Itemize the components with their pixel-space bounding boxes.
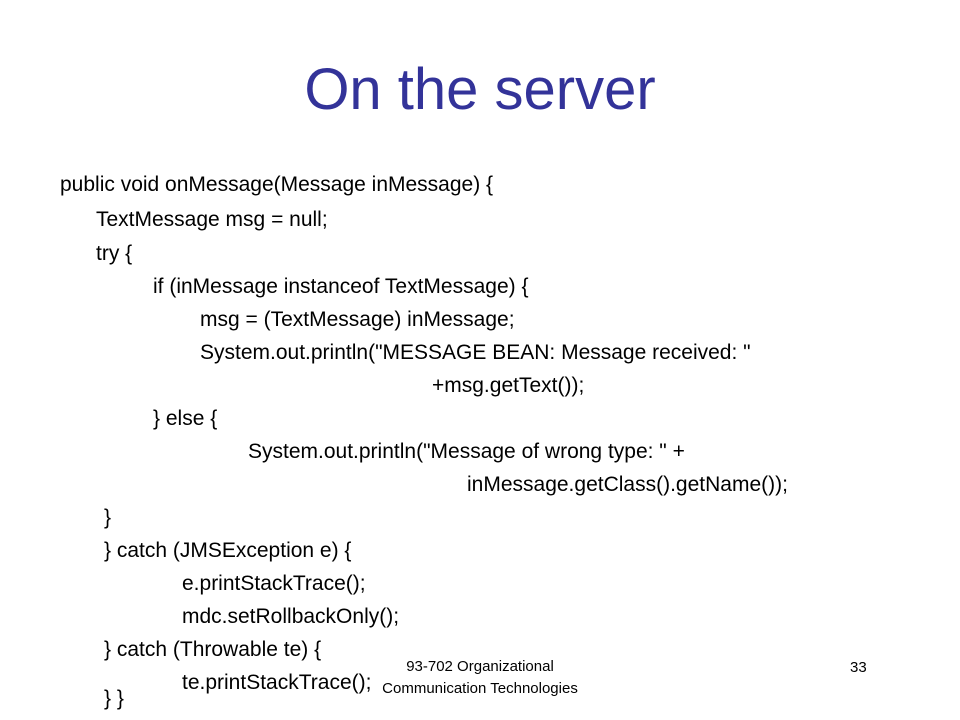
code-line: System.out.println("Message of wrong typ…: [248, 440, 685, 463]
slide-number: 33: [850, 659, 867, 676]
code-line: te.printStackTrace();: [182, 671, 372, 694]
code-line: inMessage.getClass().getName());: [467, 473, 788, 496]
code-line: try {: [96, 242, 133, 265]
code-line: +msg.getText());: [432, 374, 585, 397]
code-line: mdc.setRollbackOnly();: [182, 605, 400, 628]
footer-line-1: 93-702 Organizational: [406, 658, 554, 675]
code-line: msg = (TextMessage) inMessage;: [200, 308, 515, 331]
footer-line-2: Communication Technologies: [382, 680, 578, 697]
code-line: } catch (JMSException e) {: [104, 539, 352, 562]
code-line: System.out.println("MESSAGE BEAN: Messag…: [200, 341, 751, 364]
code-line: }: [104, 506, 112, 529]
code-line: } catch (Throwable te) {: [104, 638, 322, 661]
code-line: } }: [104, 687, 124, 710]
code-line: if (inMessage instanceof TextMessage) {: [153, 275, 529, 298]
code-line: } else {: [153, 407, 218, 430]
code-line: public void onMessage(Message inMessage)…: [60, 173, 494, 196]
code-line: TextMessage msg = null;: [96, 208, 328, 231]
code-line: e.printStackTrace();: [182, 572, 366, 595]
slide-title: On the server: [304, 57, 656, 122]
footer-course-title: 93-702 Organizational Communication Tech…: [330, 656, 630, 700]
